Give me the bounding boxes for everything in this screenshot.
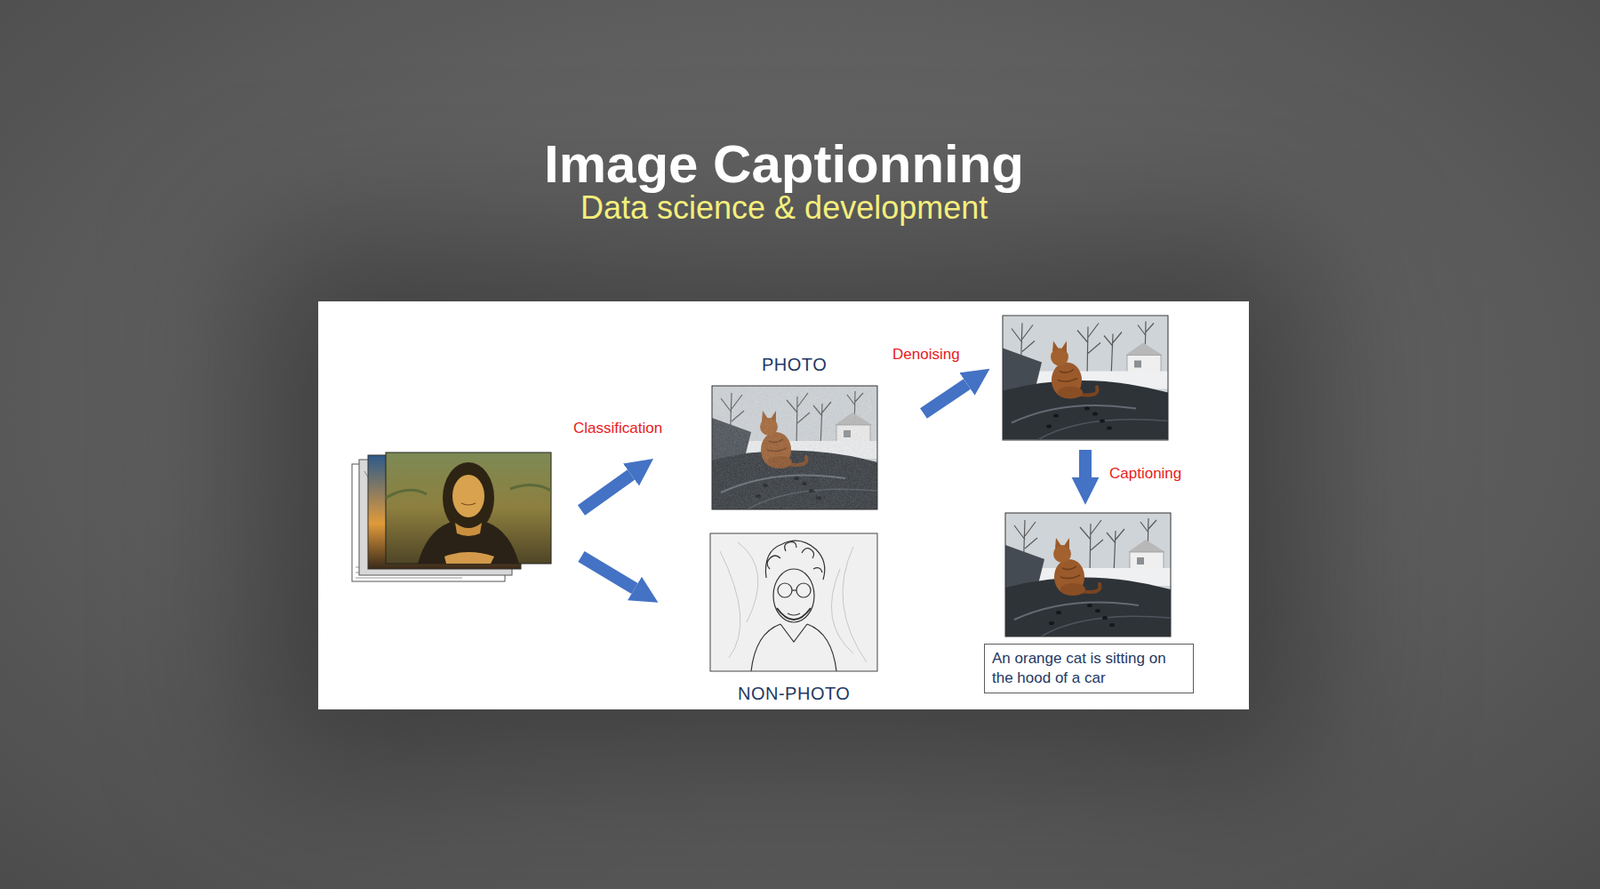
step-label: Captioning xyxy=(1109,464,1182,483)
caption-text: An orange cat is sitting on the hood of … xyxy=(992,648,1186,688)
image-box: NON-PHOTO xyxy=(710,533,878,672)
sketch-portrait xyxy=(710,533,878,672)
slide-subtitle: Data science & development xyxy=(580,189,988,227)
denoised-photo xyxy=(1002,315,1168,440)
slide-title: Image Captionning xyxy=(544,133,1024,195)
captioned-photo xyxy=(1005,512,1171,637)
caption-box: An orange cat is sitting on the hood of … xyxy=(984,643,1194,694)
noisy-photo xyxy=(712,385,878,510)
image-box: PHOTO xyxy=(712,385,878,510)
image-heading: NON-PHOTO xyxy=(737,683,850,704)
image-heading: PHOTO xyxy=(761,354,827,376)
step-label: Denoising xyxy=(892,345,960,364)
step-label: Classification xyxy=(573,419,663,438)
image-stack xyxy=(352,452,552,582)
